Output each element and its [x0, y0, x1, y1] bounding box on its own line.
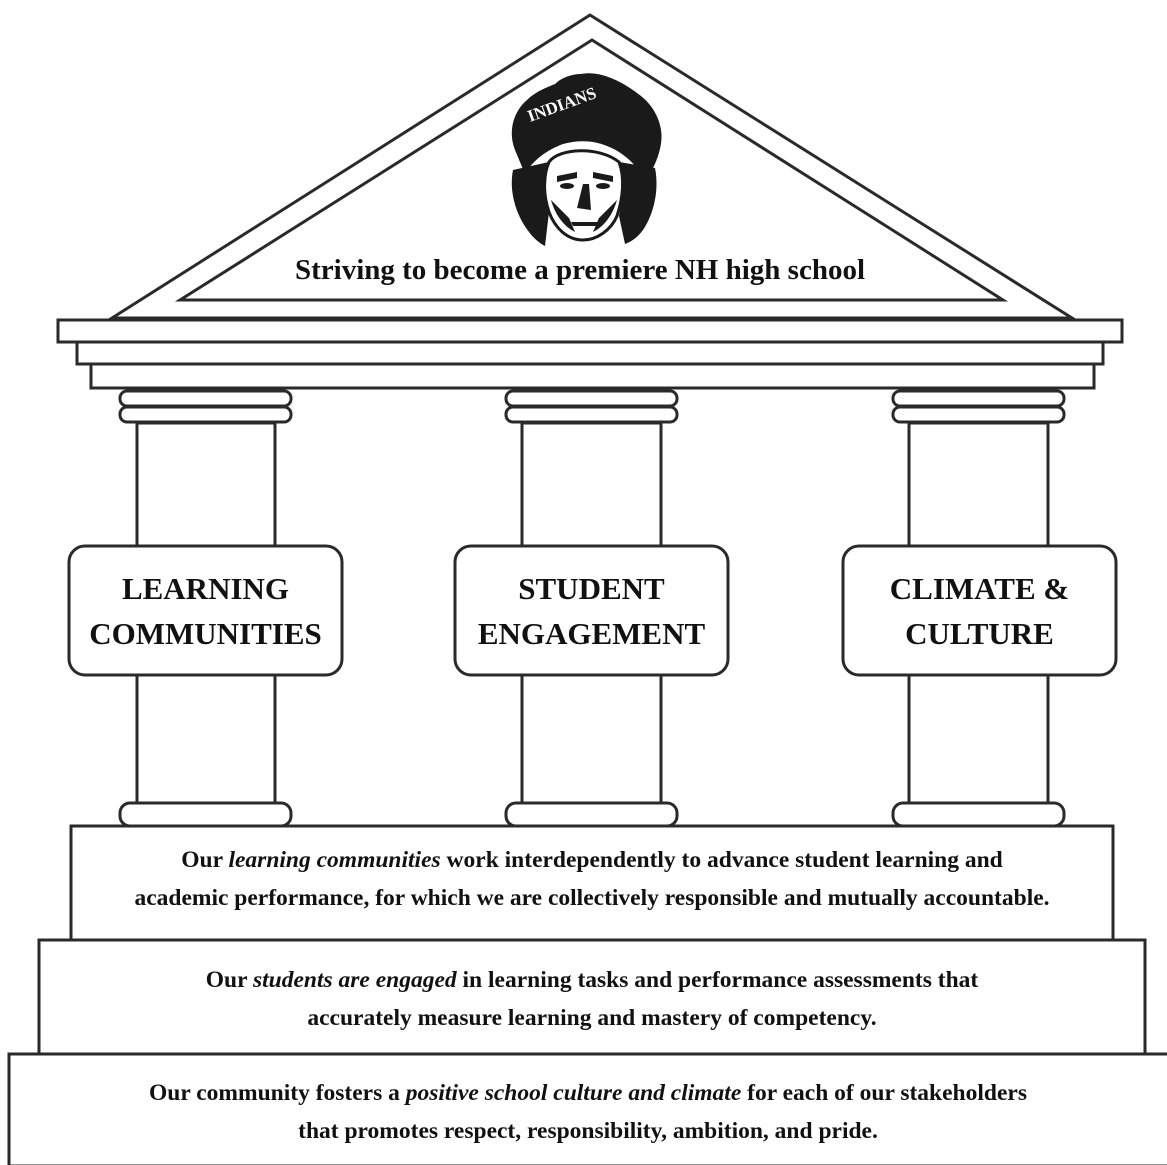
cheek-shade-right: [593, 200, 617, 232]
pillar-2-line-2: ENGAGEMENT: [477, 615, 706, 651]
step-2-line-1: Our students are engaged in learning tas…: [39, 961, 1145, 999]
eye-left: [560, 183, 574, 189]
step-1-text: Our learning communities work interdepen…: [71, 841, 1113, 917]
pillar-box-2: [453, 544, 730, 677]
step-3-post: for each of our stakeholders: [741, 1080, 1027, 1106]
hair-left-icon: [511, 162, 549, 246]
pillar-box-1: [67, 544, 344, 677]
entablature: [56, 318, 1124, 390]
step-3-pre: Our community fosters a: [149, 1080, 406, 1106]
nose: [577, 184, 591, 210]
step-2-text: Our students are engaged in learning tas…: [39, 961, 1145, 1037]
indian-chief-logo-icon: INDIANS: [511, 73, 662, 246]
pillar-label-student-engagement: STUDENT ENGAGEMENT: [455, 546, 728, 675]
brow-right: [593, 172, 613, 182]
pillar-label-learning-communities: LEARNING COMMUNITIES: [69, 546, 342, 675]
step-2-pre: Our: [205, 967, 253, 993]
pillar-label-boxes: [67, 544, 1118, 677]
step-2-emphasis: students are engaged: [252, 967, 457, 993]
pillar-3-line-2: CULTURE: [905, 615, 1054, 651]
pillar-1-line-1: LEARNING: [121, 570, 290, 606]
brow-left: [557, 172, 577, 182]
pillar-3-line-1: CLIMATE &: [889, 570, 1070, 606]
roof-title: Striving to become a premiere NH high sc…: [294, 254, 866, 286]
step-1-line-2: academic performance, for which we are c…: [134, 885, 1050, 911]
cheek-shade-left: [551, 200, 575, 232]
step-1-line-1: Our learning communities work interdepen…: [71, 841, 1113, 879]
pillar-1-line-2: COMMUNITIES: [89, 615, 322, 651]
pillar-label-climate-culture: CLIMATE & CULTURE: [843, 546, 1116, 675]
hair-right-icon: [619, 162, 657, 244]
step-2-post: in learning tasks and performance assess…: [456, 967, 979, 993]
mouth: [571, 222, 599, 226]
entablature-bottom: [89, 362, 1096, 390]
step-2-line-2: accurately measure learning and mastery …: [307, 1005, 877, 1031]
step-2-box: [37, 938, 1147, 1056]
step-1-post: work interdependently to advance student…: [440, 847, 1003, 873]
steps: [7, 824, 1167, 1165]
step-1-emphasis: learning communities: [228, 847, 441, 873]
headdress-feathers-icon: [511, 73, 662, 176]
pillar-2-line-1: STUDENT: [518, 570, 665, 606]
step-1-box: [69, 824, 1115, 942]
step-3-emphasis: positive school culture and climate: [405, 1080, 742, 1106]
facial-features: [551, 172, 617, 232]
pillar-box-3: [841, 544, 1118, 677]
step-3-line-1: Our community fosters a positive school …: [9, 1074, 1167, 1112]
eye-right: [596, 183, 610, 189]
step-3-box: [7, 1052, 1167, 1165]
step-1-pre: Our: [181, 847, 229, 873]
step-3-line-2: that promotes respect, responsibility, a…: [298, 1118, 878, 1144]
step-3-text: Our community fosters a positive school …: [9, 1074, 1167, 1150]
